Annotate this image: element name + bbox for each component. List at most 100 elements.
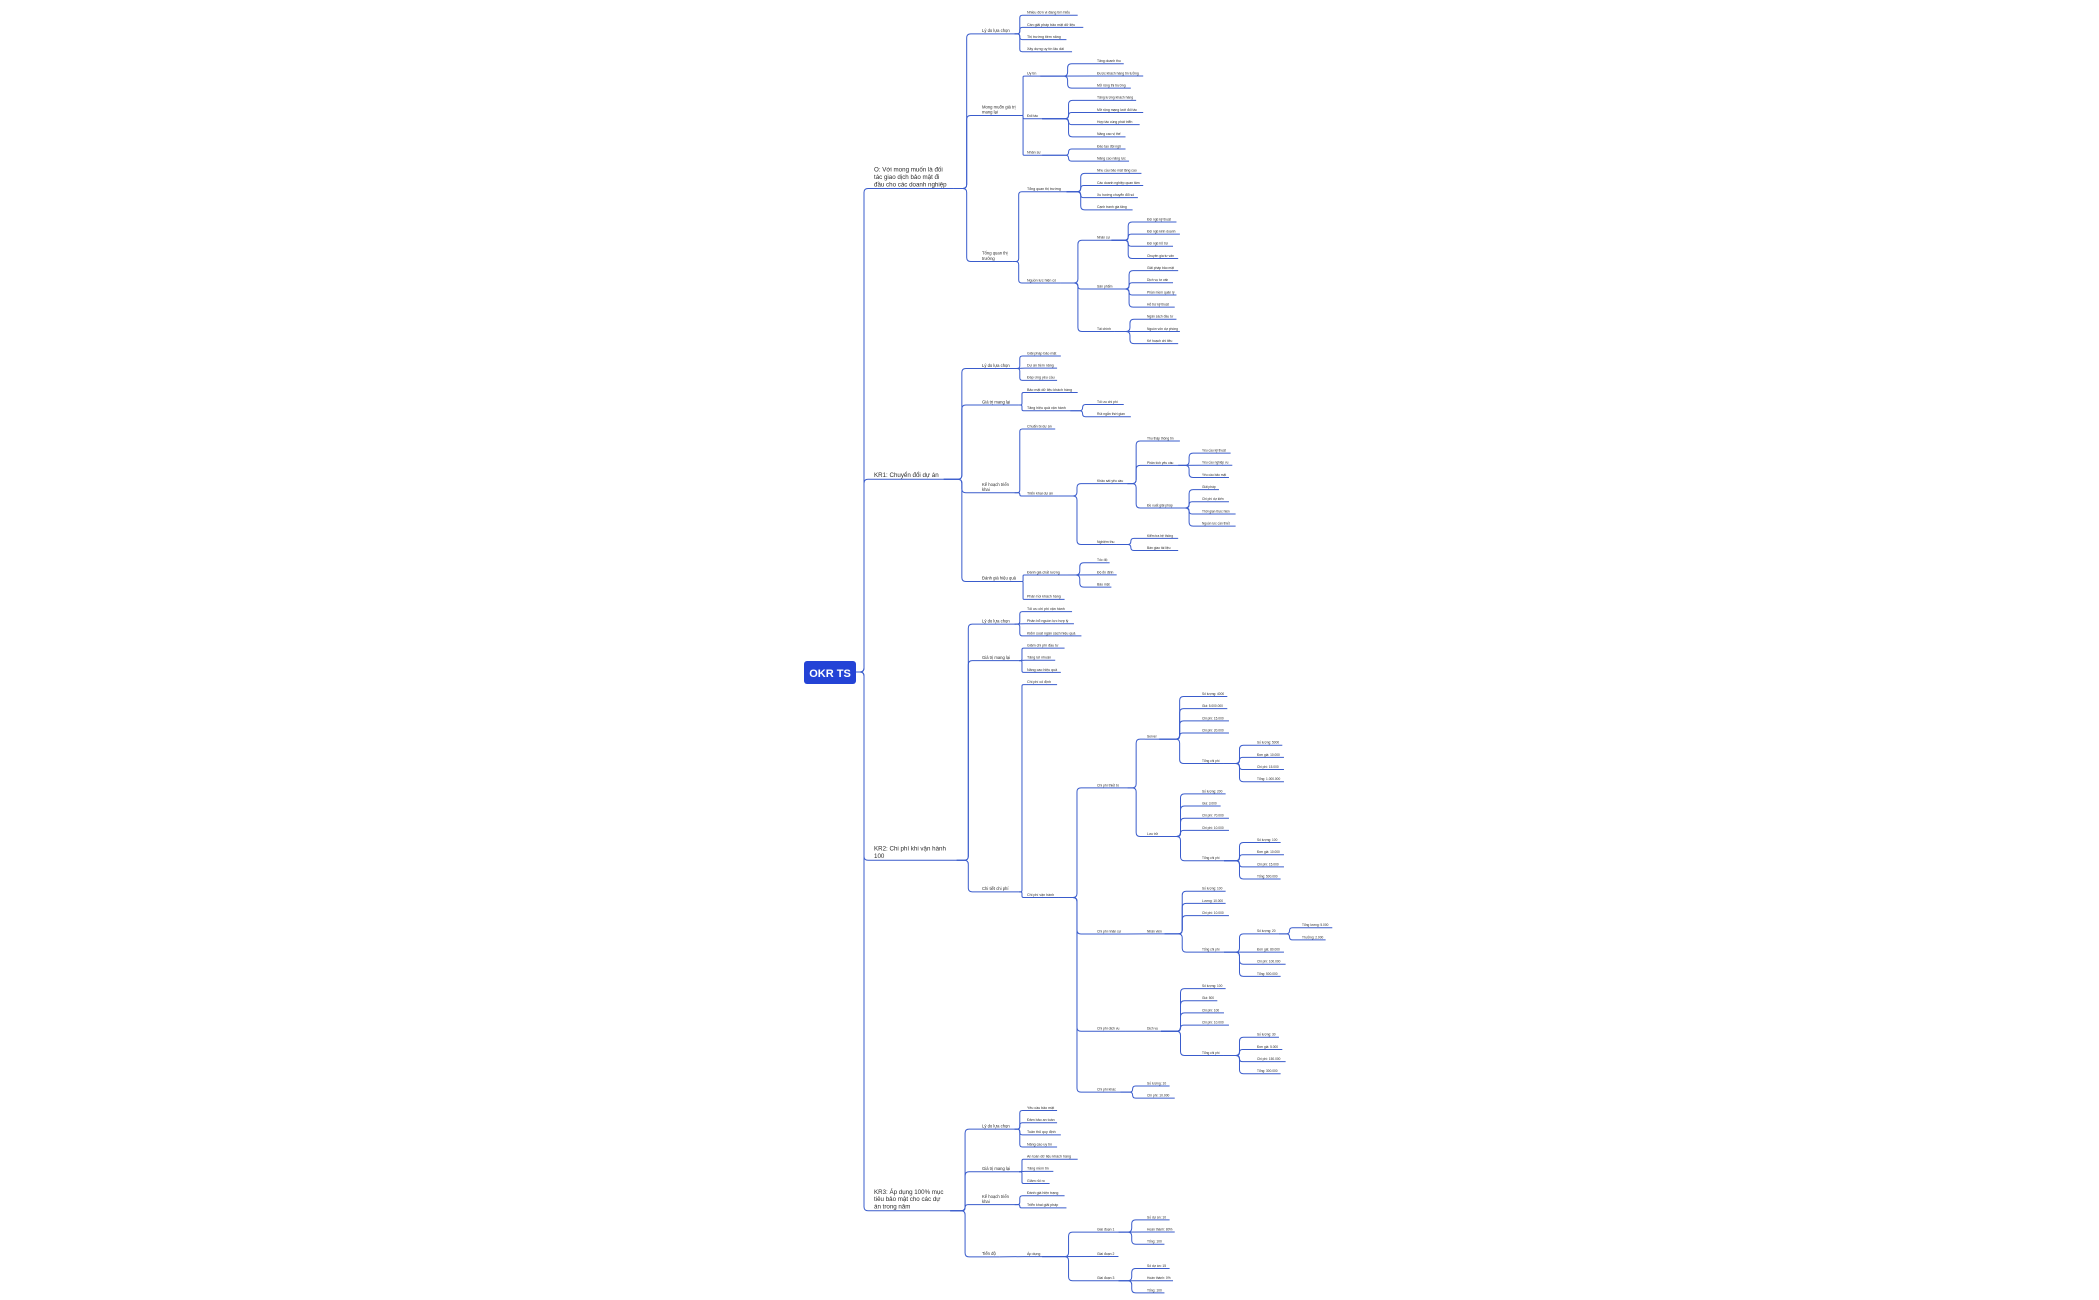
- node-depth-3[interactable]: Giảm chi phí đầu tư: [1025, 643, 1065, 649]
- node-depth-3[interactable]: Nhiều đơn vị đang tìm hiểu: [1025, 11, 1078, 16]
- node-depth-5[interactable]: Nhân viên: [1145, 929, 1165, 935]
- node-depth-4[interactable]: Nghiệm thu: [1095, 540, 1117, 546]
- node-depth-5[interactable]: Số dự án: 10: [1145, 1215, 1170, 1221]
- node-depth-5[interactable]: Lưu trữ: [1145, 832, 1162, 838]
- node-depth-6[interactable]: Nguồn lực cần thiết: [1200, 522, 1236, 527]
- node-depth-5[interactable]: Đề xuất giải pháp: [1145, 503, 1179, 509]
- node-depth-3[interactable]: Tăng niềm tin: [1025, 1167, 1054, 1172]
- node-depth-3[interactable]: Xây dựng uy tín lâu dài: [1025, 47, 1073, 53]
- node-depth-3[interactable]: Chi phí cố định: [1025, 680, 1058, 686]
- node-depth-6[interactable]: Số lượng: 4000: [1200, 692, 1228, 698]
- node-depth-5[interactable]: Phần mềm quản lý: [1145, 290, 1177, 296]
- node-depth-6[interactable]: Số lượng: 100: [1200, 984, 1226, 990]
- node-depth-4[interactable]: Chi phí dịch vụ: [1095, 1027, 1126, 1032]
- node-depth-5[interactable]: Tổng: 100: [1145, 1288, 1165, 1294]
- node-depth-5[interactable]: Tổng: 100: [1145, 1240, 1165, 1245]
- node-depth-7[interactable]: Tổng: 500.000: [1255, 874, 1281, 880]
- node-depth-5[interactable]: Kế hoạch chi tiêu: [1145, 339, 1179, 345]
- node-depth-3[interactable]: Giảm rủi ro: [1025, 1179, 1050, 1185]
- node-depth-5[interactable]: Hỗ trợ kỹ thuật: [1145, 302, 1175, 308]
- node-depth-4[interactable]: Tài chính: [1095, 327, 1115, 333]
- node-depth-4[interactable]: Mở rộng mạng lưới đối tác: [1095, 108, 1144, 113]
- node-depth-5[interactable]: Kiểm tra hệ thống: [1145, 534, 1179, 539]
- node-depth-7[interactable]: Số lượng: 30: [1255, 1033, 1279, 1038]
- node-depth-7[interactable]: Tổng: 500.000: [1255, 972, 1281, 977]
- node-depth-6[interactable]: Giá: 3.000: [1200, 801, 1221, 807]
- node-depth-2[interactable]: Lý do lựa chọn: [980, 1123, 1015, 1130]
- node-depth-6[interactable]: Chi phí: 10.000: [1200, 911, 1229, 917]
- node-depth-5[interactable]: Chuyên gia tư vấn: [1145, 254, 1179, 259]
- node-depth-4[interactable]: Nâng cao năng lực: [1095, 157, 1130, 162]
- node-depth-4[interactable]: Chi phí thiết bị: [1095, 783, 1128, 789]
- node-depth-3[interactable]: Tuân thủ quy định: [1025, 1130, 1061, 1136]
- node-depth-3[interactable]: Triển khai giải pháp: [1025, 1203, 1067, 1209]
- node-depth-6[interactable]: Chi phí: 15.000: [1200, 716, 1229, 722]
- node-depth-4[interactable]: Xu hướng chuyển đổi số: [1095, 193, 1138, 199]
- node-depth-7[interactable]: Chi phí: 15.000: [1255, 862, 1284, 868]
- node-depth-5[interactable]: Bàn giao tài liệu: [1145, 546, 1179, 552]
- node-depth-6[interactable]: Yêu cầu kỹ thuật: [1200, 449, 1231, 454]
- node-depth-7[interactable]: Số lượng: 20: [1255, 929, 1279, 935]
- node-depth-5[interactable]: Hoàn thành: 80%: [1145, 1227, 1175, 1233]
- node-depth-3[interactable]: Nguồn lực hiện có: [1025, 278, 1061, 284]
- node-depth-7[interactable]: Chi phí: 150.000: [1255, 1057, 1286, 1063]
- node-depth-3[interactable]: An toàn dữ liệu khách hàng: [1025, 1155, 1078, 1160]
- node-depth-3[interactable]: Cần giải pháp bảo mật dữ liệu: [1025, 23, 1084, 28]
- node-depth-5[interactable]: Thu thập thông tin: [1145, 436, 1180, 442]
- node-depth-4[interactable]: Tối ưu chi phí: [1095, 400, 1124, 406]
- node-depth-6[interactable]: Tổng chi phí: [1200, 948, 1224, 953]
- node-depth-8[interactable]: Thưởng: 2.000: [1300, 935, 1326, 941]
- node-depth-4[interactable]: Hợp tác cùng phát triển: [1095, 120, 1140, 126]
- node-depth-3[interactable]: Chi phí vận hành: [1025, 893, 1059, 899]
- node-depth-3[interactable]: Nâng cao hiệu quả: [1025, 668, 1061, 673]
- node-depth-7[interactable]: Đơn giá: 5.000: [1255, 1045, 1283, 1050]
- node-depth-6[interactable]: Chi phí dự kiến: [1200, 497, 1229, 503]
- node-depth-1[interactable]: KR1: Chuyển đổi dự án: [872, 472, 944, 480]
- node-depth-5[interactable]: Server: [1145, 735, 1160, 740]
- node-depth-7[interactable]: Chi phí: 15.000: [1255, 765, 1284, 771]
- node-depth-3[interactable]: Đảm bảo an toàn: [1025, 1118, 1058, 1124]
- node-depth-4[interactable]: Tốc độ: [1095, 558, 1110, 564]
- node-depth-3[interactable]: Nâng cao uy tín: [1025, 1142, 1058, 1148]
- node-depth-2[interactable]: Giá trị mang lại: [980, 399, 1019, 406]
- node-depth-3[interactable]: Chuẩn bị dự án: [1025, 424, 1056, 430]
- node-depth-3[interactable]: Tổng quan thị trường: [1025, 187, 1067, 193]
- node-depth-6[interactable]: Yêu cầu nghiệp vụ: [1200, 461, 1233, 466]
- node-depth-3[interactable]: Dự án tiềm năng: [1025, 364, 1058, 369]
- node-depth-6[interactable]: Giải pháp: [1200, 485, 1219, 491]
- node-depth-3[interactable]: Bảo mật dữ liệu khách hàng: [1025, 388, 1078, 394]
- node-depth-5[interactable]: Hoàn thành: 0%: [1145, 1276, 1174, 1282]
- node-depth-2[interactable]: Giá trị mang lại: [980, 655, 1019, 662]
- node-depth-5[interactable]: Đội ngũ hỗ trợ: [1145, 241, 1174, 247]
- node-depth-2[interactable]: Lý do lựa chọn: [980, 28, 1015, 35]
- node-depth-4[interactable]: Các doanh nghiệp quan tâm: [1095, 181, 1144, 187]
- node-depth-5[interactable]: Phân tích yêu cầu: [1145, 461, 1179, 466]
- node-depth-3[interactable]: Triển khai dự án: [1025, 491, 1059, 497]
- node-depth-4[interactable]: Giai đoạn 3: [1095, 1276, 1119, 1282]
- node-depth-5[interactable]: Chi phí: 10.000: [1145, 1094, 1175, 1099]
- node-depth-6[interactable]: Thời gian thực hiện: [1200, 509, 1236, 515]
- node-depth-2[interactable]: Chi tiết chi phí: [980, 886, 1019, 893]
- node-depth-3[interactable]: Nhân sự: [1025, 151, 1043, 156]
- node-depth-2[interactable]: Đánh giá hiệu quả: [980, 576, 1022, 583]
- node-depth-5[interactable]: Giải pháp bảo mật: [1145, 266, 1179, 272]
- root-node[interactable]: OKR TS: [804, 661, 856, 684]
- node-depth-6[interactable]: Yêu cầu bảo mật: [1200, 473, 1229, 478]
- node-depth-5[interactable]: Ngân sách đầu tư: [1145, 315, 1177, 320]
- node-depth-3[interactable]: Phản hồi khách hàng: [1025, 595, 1065, 600]
- node-depth-5[interactable]: Nguồn vốn dự phòng: [1145, 327, 1180, 332]
- node-depth-4[interactable]: Chi phí nhân sự: [1095, 929, 1126, 935]
- node-depth-3[interactable]: Uy tín: [1025, 71, 1041, 77]
- node-depth-4[interactable]: Nhân sự: [1095, 236, 1112, 241]
- node-depth-3[interactable]: Phân bổ nguồn lực hợp lý: [1025, 619, 1074, 625]
- node-depth-4[interactable]: Đào tạo đội ngũ: [1095, 144, 1126, 150]
- node-depth-5[interactable]: Số lượng: 10: [1145, 1081, 1170, 1087]
- node-depth-6[interactable]: Lương: 10.000: [1200, 899, 1226, 904]
- node-depth-7[interactable]: Tổng: 300.000: [1255, 1069, 1281, 1075]
- node-depth-6[interactable]: Giá: 500: [1200, 996, 1218, 1002]
